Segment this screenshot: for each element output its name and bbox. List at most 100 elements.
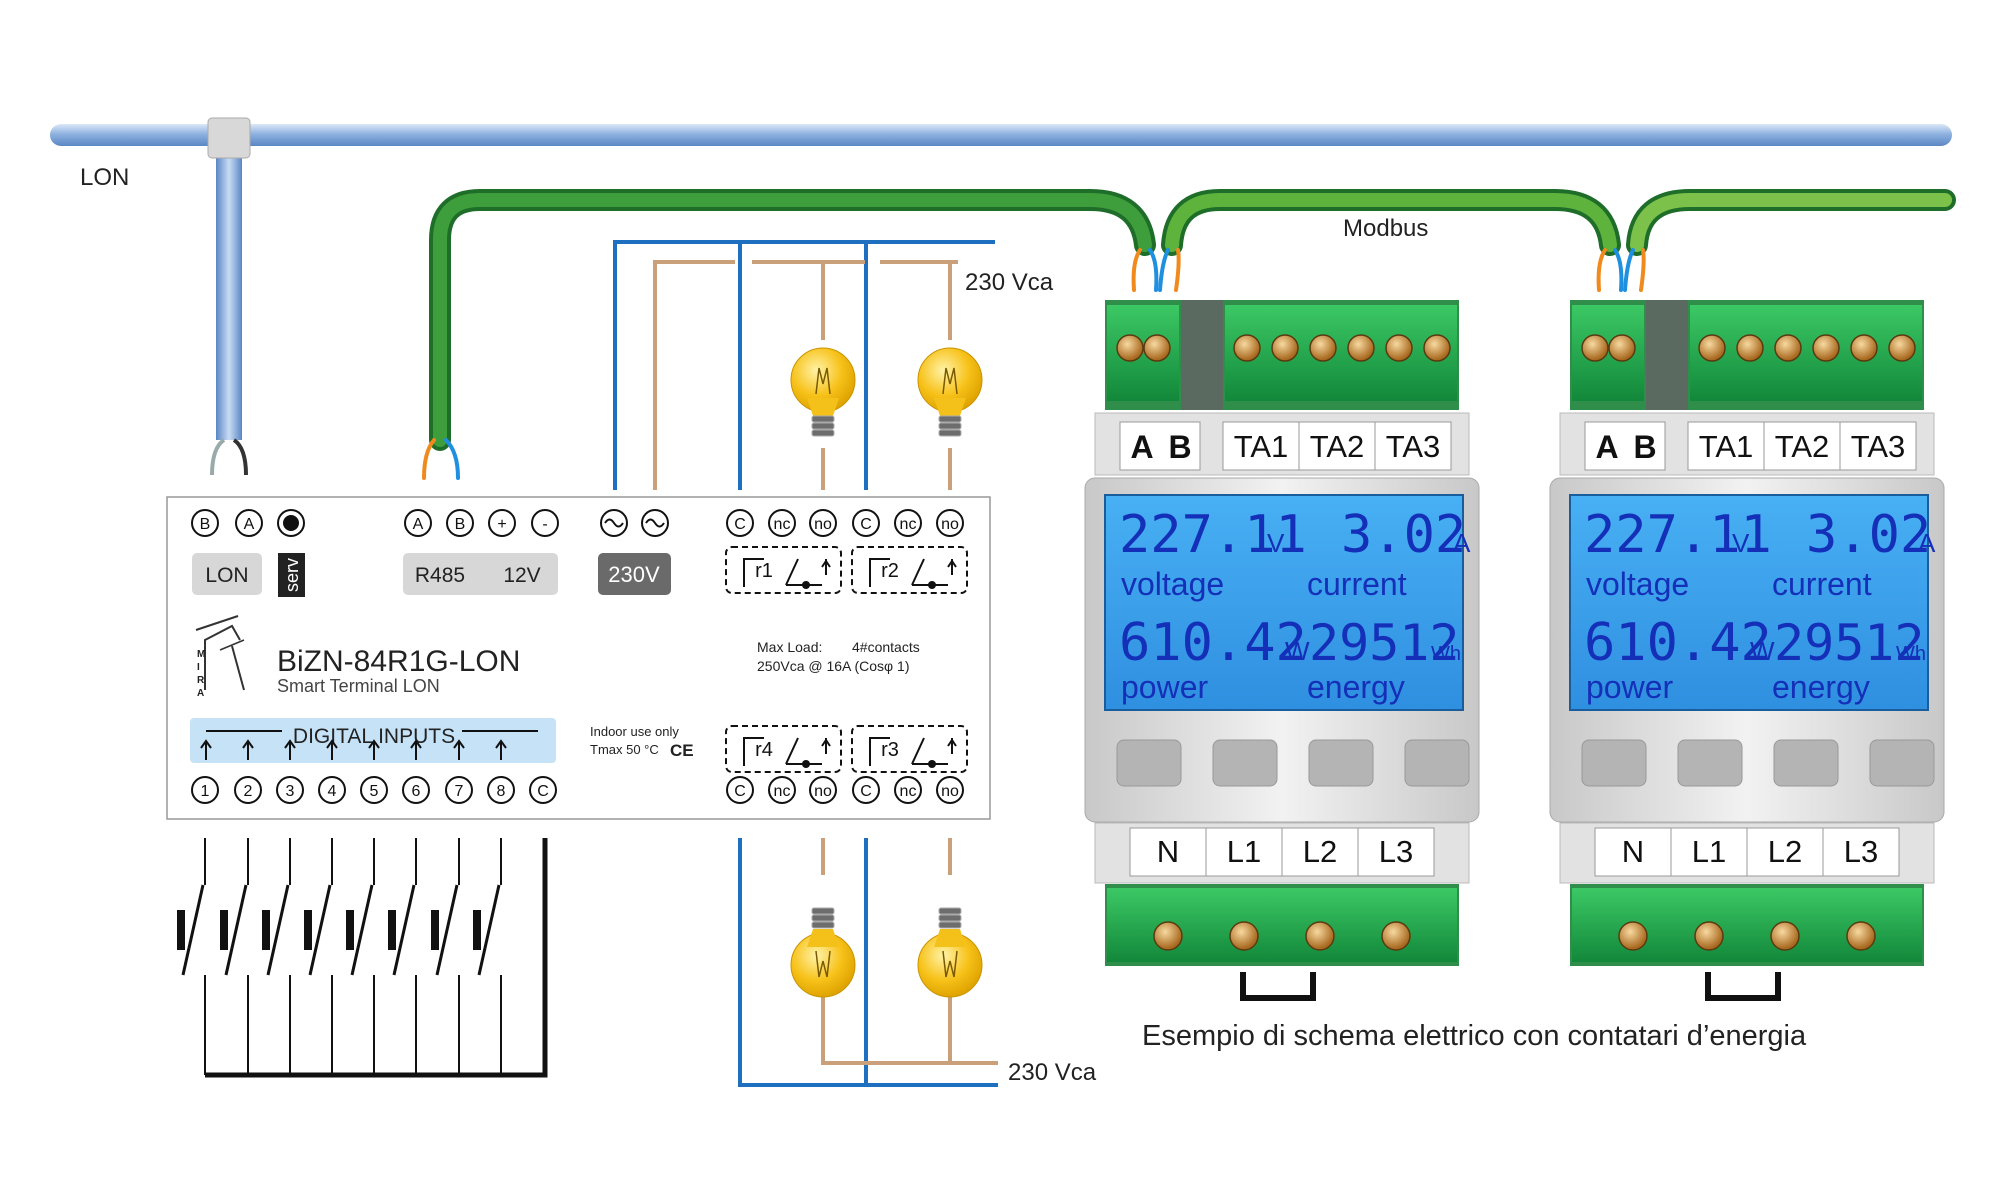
input-terminal-1[interactable]: 1 (191, 776, 219, 804)
lon-button-label: LON (205, 564, 248, 587)
meter-button-1[interactable] (1116, 739, 1182, 787)
rs485-terminal-4[interactable]: - (531, 509, 559, 537)
relay-top-terminal-3[interactable]: no (809, 509, 837, 537)
input-arrow-8 (495, 739, 507, 760)
input-terminal-5[interactable]: 5 (360, 776, 388, 804)
screw-terminal[interactable] (1347, 334, 1375, 362)
screw-terminal[interactable] (1846, 921, 1876, 951)
serv-button[interactable] (278, 553, 305, 597)
relay-bottom-terminal-2[interactable]: nc (768, 776, 796, 804)
meter-button-3[interactable] (1308, 739, 1374, 787)
screw-terminal[interactable] (1770, 921, 1800, 951)
ce-mark: CE (670, 741, 694, 760)
relay-top-terminal-1[interactable]: C (726, 509, 754, 537)
meter-button-2[interactable] (1677, 739, 1743, 787)
relay-top-terminal-3-label: no (814, 516, 832, 533)
screw-terminal[interactable] (1153, 921, 1183, 951)
relay-bottom-terminal-1[interactable]: C (726, 776, 754, 804)
screw-terminal[interactable] (1381, 921, 1411, 951)
meter-terminal-b: B (1168, 429, 1191, 465)
relay-label: r4 (755, 739, 773, 761)
current-label: current (1307, 566, 1407, 602)
lon-terminal-1[interactable]: B (191, 509, 219, 537)
screw-terminal[interactable] (1850, 334, 1878, 362)
input-terminal-3[interactable]: 3 (276, 776, 304, 804)
screw-terminal[interactable] (1698, 334, 1726, 362)
meter-bottom-terminal-4: L3 (1844, 834, 1878, 869)
meter-terminal-ta2: TA2 (1775, 429, 1830, 464)
relay-bottom-terminal-5[interactable]: nc (894, 776, 922, 804)
screw-terminal[interactable] (1229, 921, 1259, 951)
logo-letter: M (197, 649, 205, 660)
relay-top-terminal-6[interactable]: no (936, 509, 964, 537)
rs485-terminal-3[interactable]: + (488, 509, 516, 537)
lon-terminal-2[interactable]: A (235, 509, 263, 537)
screw-terminal[interactable] (1736, 334, 1764, 362)
screw-terminal[interactable] (1309, 334, 1337, 362)
input-terminal-6-label: 6 (412, 783, 421, 800)
model-subtitle: Smart Terminal LON (277, 676, 440, 696)
meter-terminal-b: B (1633, 429, 1656, 465)
relay-bottom-terminal-6[interactable]: no (936, 776, 964, 804)
screw-terminal[interactable] (1608, 334, 1636, 362)
modbus-label: Modbus (1343, 215, 1428, 242)
rs485-terminal-1[interactable]: A (404, 509, 432, 537)
relay-3: r4 (725, 725, 842, 773)
relay-top-terminal-4[interactable]: C (852, 509, 880, 537)
lon-button[interactable] (192, 553, 262, 595)
screw-terminal[interactable] (1305, 921, 1335, 951)
relay-bottom-terminal-3[interactable]: no (809, 776, 837, 804)
meter-button-4[interactable] (1869, 739, 1935, 787)
screw-terminal[interactable] (1423, 334, 1451, 362)
input-switch-1 (177, 838, 206, 1075)
relay-top-terminal-2-label: nc (774, 516, 791, 533)
screw-terminal[interactable] (1888, 334, 1916, 362)
input-terminal-9[interactable]: C (529, 776, 557, 804)
screw-terminal[interactable] (1812, 334, 1840, 362)
screw-terminal[interactable] (1116, 334, 1144, 362)
input-terminal-8[interactable]: 8 (487, 776, 515, 804)
screw-terminal[interactable] (1385, 334, 1413, 362)
screw-terminal[interactable] (1581, 334, 1609, 362)
input-terminal-4[interactable]: 4 (318, 776, 346, 804)
voltage-label: voltage (1586, 566, 1689, 602)
input-terminal-7[interactable]: 7 (445, 776, 473, 804)
meter-bottom-terminal-1: N (1622, 834, 1644, 869)
relay-top-terminal-2[interactable]: nc (768, 509, 796, 537)
screw-terminal[interactable] (1618, 921, 1648, 951)
relay-top-terminal-5-label: nc (900, 516, 917, 533)
rs485-terminal-2-label: B (455, 516, 466, 533)
input-switch-7 (431, 838, 460, 1075)
current-unit: A (1453, 528, 1471, 558)
meter-bottom-terminal-4: L3 (1379, 834, 1413, 869)
screw-terminal[interactable] (1143, 334, 1171, 362)
energy-value: 29512 (1774, 614, 1925, 672)
screw-terminal[interactable] (1233, 334, 1261, 362)
input-arrow-6 (410, 739, 422, 760)
relay-top-terminal-5[interactable]: nc (894, 509, 922, 537)
relay-bottom-terminal-5-label: nc (900, 783, 917, 800)
screw-terminal[interactable] (1694, 921, 1724, 951)
meter-terminal-ta1: TA1 (1234, 429, 1289, 464)
relay-bottom-terminal-4[interactable]: C (852, 776, 880, 804)
meter-button-2[interactable] (1212, 739, 1278, 787)
lon-bus (50, 117, 1952, 476)
screw-terminal[interactable] (1774, 334, 1802, 362)
meter-bottom-terminal-1: N (1157, 834, 1179, 869)
input-arrow-7 (453, 739, 465, 760)
meter-button-4[interactable] (1404, 739, 1470, 787)
voltage-unit: V (1267, 528, 1285, 558)
voltage-value: 227.11 (1584, 505, 1772, 565)
input-terminal-2[interactable]: 2 (234, 776, 262, 804)
meter-button-3[interactable] (1773, 739, 1839, 787)
meter-button-1[interactable] (1581, 739, 1647, 787)
screw-terminal[interactable] (1271, 334, 1299, 362)
input-terminal-1-label: 1 (201, 783, 210, 800)
input-terminal-6[interactable]: 6 (402, 776, 430, 804)
power-230v-block (598, 553, 671, 595)
rs485-terminal-2[interactable]: B (446, 509, 474, 537)
